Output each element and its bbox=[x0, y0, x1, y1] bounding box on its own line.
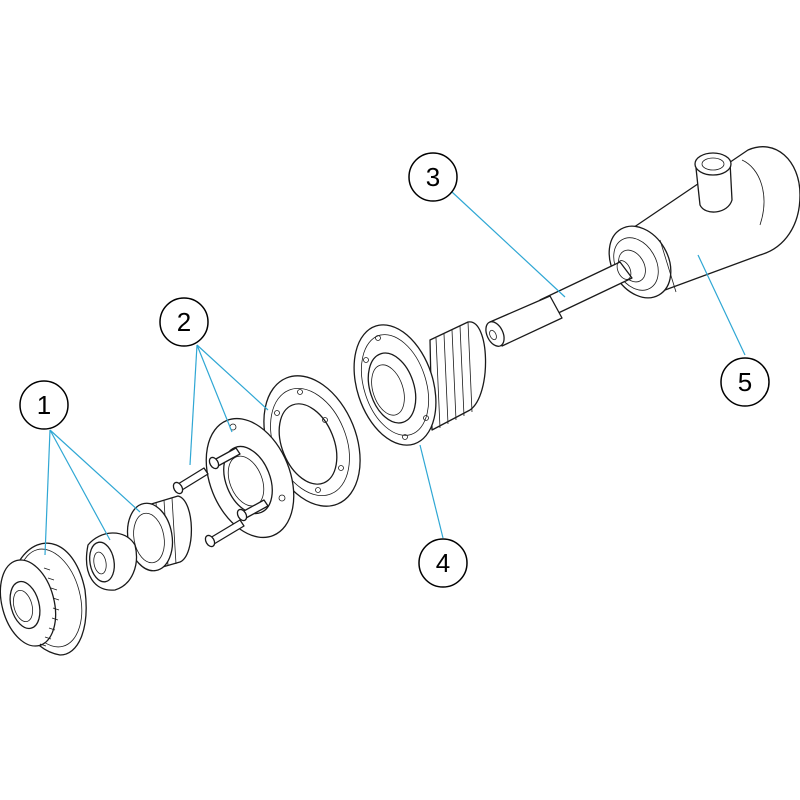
leader-2c bbox=[196, 344, 269, 411]
callout-5: 5 bbox=[720, 357, 770, 407]
leader-1a bbox=[44, 429, 51, 556]
leader-1b bbox=[49, 429, 111, 541]
part-2-gasket bbox=[263, 375, 361, 507]
part-4-threaded-flange bbox=[353, 321, 487, 446]
callout-1: 1 bbox=[19, 380, 69, 430]
part-1-sleeve bbox=[126, 495, 193, 572]
callout-2: 2 bbox=[159, 297, 209, 347]
callout-1-label: 1 bbox=[37, 390, 51, 420]
leader-3 bbox=[451, 191, 566, 298]
part-3-shaft bbox=[485, 260, 633, 347]
part-5-housing bbox=[608, 146, 800, 299]
leader-2a bbox=[189, 344, 198, 466]
callout-3: 3 bbox=[408, 152, 458, 202]
leader-lines bbox=[44, 191, 746, 556]
callout-3-label: 3 bbox=[426, 162, 440, 192]
leader-2b bbox=[196, 344, 233, 433]
part-2-screws bbox=[172, 447, 269, 548]
leader-4 bbox=[419, 444, 444, 539]
callout-4-label: 4 bbox=[436, 548, 450, 578]
callout-2-label: 2 bbox=[177, 307, 191, 337]
callout-5-label: 5 bbox=[738, 367, 752, 397]
part-2-plate bbox=[205, 417, 295, 539]
part-1-ball bbox=[86, 532, 138, 591]
leader-5 bbox=[697, 254, 746, 356]
part-1-ring-nut bbox=[0, 542, 87, 656]
leader-1c bbox=[49, 429, 141, 513]
callout-4: 4 bbox=[418, 538, 468, 588]
